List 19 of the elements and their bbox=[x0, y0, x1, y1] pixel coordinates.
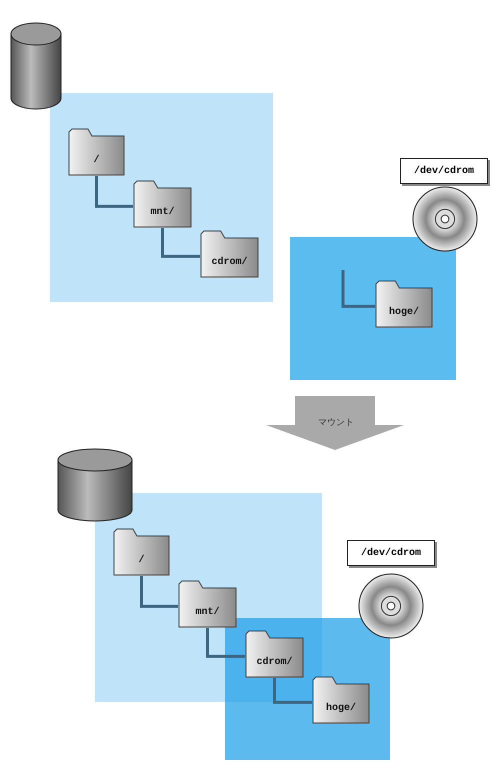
filesystem-panel bbox=[290, 237, 456, 380]
connector-line bbox=[161, 228, 200, 258]
connector-line bbox=[273, 678, 312, 704]
folder: mnt/ bbox=[133, 180, 192, 228]
connector-line bbox=[140, 576, 178, 608]
connector-line bbox=[342, 270, 375, 308]
folder: mnt/ bbox=[178, 580, 237, 628]
folder: cdrom/ bbox=[200, 230, 259, 278]
arrow-label: マウント bbox=[318, 417, 354, 429]
connector-line bbox=[95, 176, 133, 208]
device-name-box: /dev/cdrom bbox=[400, 158, 488, 184]
connector-line bbox=[206, 628, 245, 658]
folder: / bbox=[68, 128, 125, 176]
folder: hoge/ bbox=[312, 676, 370, 724]
device-name-box: /dev/cdrom bbox=[347, 540, 435, 566]
folder: hoge/ bbox=[375, 280, 433, 328]
filesystem-panel bbox=[50, 93, 273, 302]
folder: cdrom/ bbox=[245, 630, 304, 678]
folder: / bbox=[113, 528, 170, 576]
